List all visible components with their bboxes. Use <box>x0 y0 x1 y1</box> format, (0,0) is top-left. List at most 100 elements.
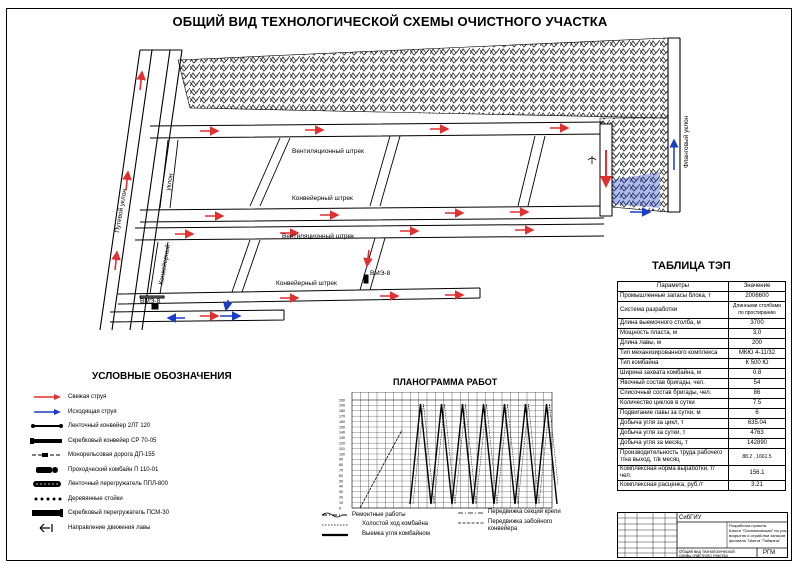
drawing-frame <box>6 8 792 561</box>
tep-title: ТАБЛИЦА ТЭП <box>652 260 731 272</box>
tep-row: Списочный состав бригады, чел.86 <box>617 388 786 399</box>
drifts <box>109 121 605 323</box>
legend-item: Скребковый перегружатель ПСМ-30 <box>28 506 208 521</box>
tep-param-cell: Комплексная норма выработки, т/чел. <box>617 465 729 481</box>
tep-param-cell: Длина выемочного столба, м <box>617 318 729 329</box>
belt-conveyor-icon <box>31 424 63 429</box>
planogram-chart: 2001901801701601501401301201101009080706… <box>339 392 558 510</box>
planogram-y-tick: 100 <box>339 452 345 456</box>
planogram-y-tick: 140 <box>339 431 345 435</box>
legend-title: УСЛОВНЫЕ ОБОЗНАЧЕНИЯ <box>92 371 232 382</box>
legend-label: Ленточный конвейер 2ЛТ 120 <box>68 423 151 430</box>
legend-item: Свежая струя <box>28 390 208 405</box>
face-direction-icon <box>39 523 53 533</box>
planogram-y-tick: 150 <box>339 425 345 429</box>
legend-label: Свежая струя <box>68 394 107 401</box>
tep-param-cell: Добыча угля за цикл, т <box>617 418 729 429</box>
tep-row: Производительность труда рабочего т/на в… <box>617 448 786 466</box>
title-block-sheet-title-2: схемы очистного участка <box>679 553 728 558</box>
tep-param-cell: Добыча угля за месяц, т <box>617 438 729 449</box>
tep-value-cell: Длинными столбами по простиранию <box>728 301 786 319</box>
tep-value-cell: 6 <box>728 408 786 419</box>
title-block-desc-4: филиала "Шахта "Тайжина" <box>729 538 781 543</box>
planogram-y-tick: 170 <box>339 415 345 419</box>
planogram-title: ПЛАНОГРАММА РАБОТ <box>393 377 498 387</box>
legend-label: Исходящая струя <box>68 408 117 415</box>
planogram-y-tick: 20 <box>339 496 343 500</box>
cross-cuts <box>149 135 546 295</box>
legend-item: Проходческий комбайн П 110-01 <box>28 463 208 478</box>
legend-item: Скребковый конвейер СР 70-05 <box>28 434 208 449</box>
wooden-props-icon <box>34 497 62 501</box>
tep-table: Параметры Значение Промышленные запасы б… <box>617 281 786 491</box>
tep-value-cell: 0.8 <box>728 368 786 379</box>
tep-param-cell: Тип механизированного комплекса <box>617 348 729 359</box>
tep-param-cell: Длина лавы, м <box>617 338 729 349</box>
planogram-cutting-curve <box>409 403 558 505</box>
fan-symbols <box>139 274 369 310</box>
vent-drift-label-2: Вентиляционный штрек <box>282 233 354 240</box>
planogram-y-tick: 160 <box>339 420 345 424</box>
tep-header-value: Значение <box>728 281 786 292</box>
flank-incline <box>667 37 681 213</box>
legend-label: Скребковый перегружатель ПСМ-30 <box>68 510 169 517</box>
planogram-legend-lines <box>321 512 484 537</box>
exhaust-air-arrow-icon <box>34 408 61 415</box>
tep-param-cell: Система разработки <box>617 301 729 319</box>
planogram-y-tick: 120 <box>339 442 345 446</box>
tep-param-cell: Списочный состав бригады, чел. <box>617 388 729 399</box>
planogram-legend-idle: Холостой ход комбайна <box>362 521 429 527</box>
planogram-y-tick: 130 <box>339 436 345 440</box>
title-block-desc-1: Разработка проекта <box>729 523 767 528</box>
legend-item: Деревянные стойки <box>28 492 208 507</box>
planogram-legend-repair: Ремонтные работы <box>352 512 406 518</box>
title-block-desc-3: вскрытия и отработки запасов <box>729 533 786 538</box>
longwall-face <box>587 123 613 217</box>
conveyor-drift-label-1: Конвейерный штрек <box>292 195 353 202</box>
title-block-grid <box>617 512 788 558</box>
scraper-reloader-icon <box>32 509 63 518</box>
legend-item: Монорельсовая дорога ДП-155 <box>28 448 208 463</box>
legend-label: Монорельсовая дорога ДП-155 <box>68 452 155 459</box>
tep-row: Комплексная норма выработки, т/чел.156.1 <box>617 465 786 481</box>
planogram-y-tick: 40 <box>339 485 343 489</box>
planogram-legend-conveyor-move: Передвижка забойного <box>488 519 553 525</box>
roadheader-icon <box>36 466 58 473</box>
tep-value-cell: 200 <box>728 338 786 349</box>
planogram-ramp <box>359 429 403 509</box>
tep-param-cell: Комплексная расценка, руб./т <box>617 480 729 491</box>
drawing-title: ОБЩИЙ ВИД ТЕХНОЛОГИЧЕСКОЙ СХЕМЫ ОЧИСТНОГ… <box>172 14 608 29</box>
planogram-y-tick: 10 <box>339 501 343 505</box>
tep-param-cell: Количество циклов в сутки <box>617 398 729 409</box>
tep-value-cell: 2006600 <box>728 291 786 302</box>
tep-value-cell: 635.04 <box>728 418 786 429</box>
tep-param-cell: Подвигание лавы за сутки, м <box>617 408 729 419</box>
planogram-y-tick: 50 <box>339 479 343 483</box>
exhaust-air-arrows <box>166 207 652 323</box>
legend-label: Скребковый конвейер СР 70-05 <box>68 437 157 444</box>
planogram-y-tick: 0 <box>339 506 341 510</box>
fresh-air-arrow-icon <box>34 394 61 401</box>
tep-value-cell: 86 <box>728 388 786 399</box>
planogram-y-tick: 90 <box>339 458 343 462</box>
scraper-conveyor-icon <box>30 437 62 444</box>
tep-param-cell: Ширина захвата комбайна, м <box>617 368 729 379</box>
legend-item: Ленточный конвейер 2ЛТ 120 <box>28 419 208 434</box>
tep-param-cell: Мощность пласта, м <box>617 328 729 339</box>
title-block-sheet-title-1: Общий вид технологической <box>679 549 735 554</box>
title-block: СибГИУ Разработка проекта Шахта "Осинник… <box>617 512 789 558</box>
legend-label: Ленточный перегружатель ППЛ-800 <box>68 481 168 488</box>
planogram-y-tick: 180 <box>339 409 345 413</box>
tep-header-param: Параметры <box>617 281 729 292</box>
planogram-y-tick: 30 <box>339 490 343 494</box>
